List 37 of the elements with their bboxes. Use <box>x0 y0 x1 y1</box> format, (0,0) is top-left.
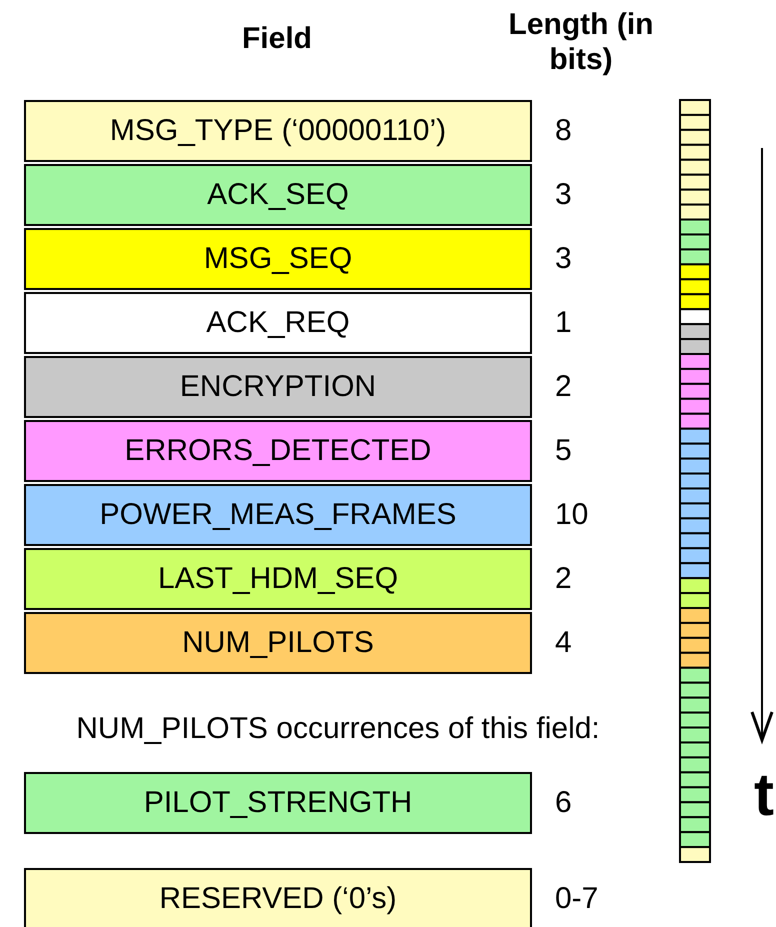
bit-length: 4 <box>555 626 572 660</box>
field-box <box>24 356 532 418</box>
field-name: MSG_TYPE (‘00000110’) <box>110 114 446 148</box>
field-box <box>24 868 532 927</box>
field-box <box>24 292 532 354</box>
column-header: Field <box>240 22 313 56</box>
bit-length: 1 <box>555 306 572 340</box>
bit-length: 6 <box>555 786 572 820</box>
field-name: RESERVED (‘0’s) <box>159 882 397 916</box>
bit-length: 10 <box>555 498 588 532</box>
field-box <box>24 164 532 226</box>
field-box <box>24 484 532 546</box>
field-name: ERRORS_DETECTED <box>124 434 432 468</box>
bit-length: 8 <box>555 114 572 148</box>
bit-length: 2 <box>555 562 572 596</box>
bit-length: 0-7 <box>555 882 598 916</box>
field-box <box>24 100 532 162</box>
field-box <box>24 228 532 290</box>
field-name: ACK_SEQ <box>207 178 349 212</box>
field-name: ACK_REQ <box>206 306 350 340</box>
field-name: LAST_HDM_SEQ <box>158 562 398 596</box>
bit-length: 2 <box>555 370 572 404</box>
bit-length: 3 <box>555 242 572 276</box>
time-label: t <box>753 760 775 829</box>
field-name: PILOT_STRENGTH <box>144 786 412 820</box>
field-name: NUM_PILOTS <box>182 626 374 660</box>
field-name: MSG_SEQ <box>204 242 352 276</box>
bit-length: 5 <box>555 434 572 468</box>
field-name: ENCRYPTION <box>180 370 376 404</box>
bit-length: 3 <box>555 178 572 212</box>
field-box <box>24 612 532 674</box>
field-box <box>24 772 532 834</box>
field-box <box>24 548 532 610</box>
repeat-note: NUM_PILOTS occurrences of this field: <box>75 712 601 746</box>
field-box <box>24 420 532 482</box>
field-name: POWER_MEAS_FRAMES <box>100 498 456 532</box>
column-header: Length (in bits) <box>508 8 654 77</box>
